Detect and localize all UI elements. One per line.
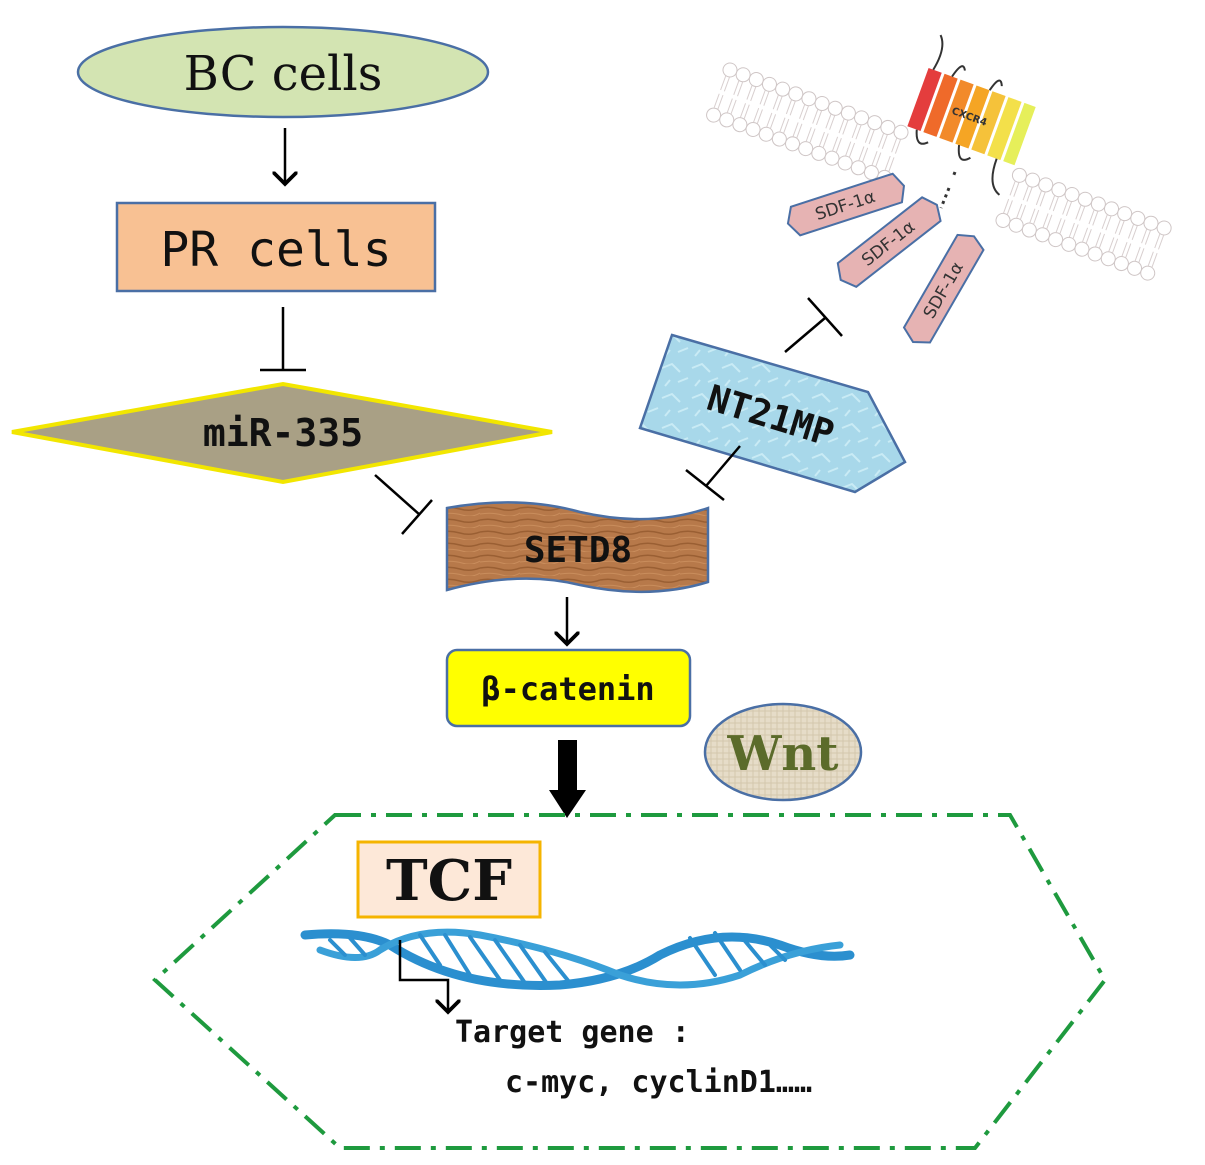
lipid-tail (1022, 185, 1033, 202)
lipid-tail (825, 114, 836, 130)
lipid-tail (1121, 242, 1132, 258)
lipid-tail (884, 155, 895, 172)
lipid-tail (746, 85, 757, 102)
lipid-tail (733, 80, 744, 97)
lipid-tail (891, 137, 901, 154)
lipid-tail (1134, 246, 1145, 263)
cxcr4-receptor: CXCR4 (907, 34, 1036, 196)
setd8-node: SETD8 (445, 501, 710, 594)
inhibition-line (685, 445, 741, 501)
wnt-node: Wnt (703, 702, 863, 802)
lipid-tail (713, 93, 724, 110)
lipid-tail (845, 141, 856, 158)
lipid-tail (871, 151, 882, 167)
lipid-tail (772, 94, 783, 111)
beta-catenin-label: β-catenin (481, 670, 654, 708)
lipid-tail (1016, 203, 1027, 220)
lipid-tail (739, 103, 750, 119)
lipid-tail (1062, 200, 1073, 217)
lipid-tail (1009, 181, 1020, 197)
lipid-tail (720, 75, 730, 92)
lipid-tail (1081, 227, 1092, 244)
lipid-tail (799, 104, 809, 121)
wnt-label: Wnt (727, 726, 839, 782)
binding-line (939, 171, 957, 209)
target-gene-label: Target gene : (455, 1015, 690, 1050)
translocation-arrow (549, 740, 586, 818)
lipid-tail (1127, 224, 1138, 240)
nt21mp-node: NT21MP (638, 333, 907, 494)
lipid-tail (726, 98, 737, 115)
lipid-tail (818, 131, 829, 148)
lipid-tail (1055, 218, 1066, 234)
lipid-tail (832, 136, 842, 153)
inhibition-line (374, 474, 433, 535)
pr-cells-node: PR cells (115, 201, 437, 293)
mir-335-node: miR-335 (11, 381, 553, 485)
lipid-head (893, 124, 909, 140)
lipid-tail (779, 117, 790, 134)
lipid-tail (1108, 237, 1119, 254)
setd8-label: SETD8 (524, 530, 632, 571)
lipid-tail (812, 109, 823, 126)
lipid-tail (858, 146, 869, 163)
lipid-tail (1088, 209, 1099, 226)
bc-cells-node: BC cells (76, 25, 490, 119)
beta-catenin-node: β-catenin (445, 648, 692, 728)
lipid-tail (1029, 208, 1040, 225)
lipid-tail (805, 127, 816, 143)
lipid-tail (1003, 198, 1013, 215)
nucleus-boundary (152, 813, 1108, 1150)
mir-335-label: miR-335 (203, 411, 363, 455)
lipid-tail (1049, 195, 1059, 212)
pr-cells-label: PR cells (160, 222, 391, 278)
target-genes-list: c-myc, cyclinD1…… (505, 1065, 812, 1100)
lipid-tail (1095, 232, 1105, 249)
lipid-tail (1042, 213, 1053, 230)
inhibition-line (260, 307, 306, 372)
tcf-label: TCF (386, 848, 512, 914)
lipid-tail (1141, 228, 1151, 245)
lipid-tail (1101, 214, 1112, 231)
inhibition-line (784, 297, 843, 353)
lipid-tail (785, 99, 796, 116)
lipid-tail (1154, 233, 1165, 250)
lipid-tail (1035, 190, 1046, 207)
transcription-arrow (398, 940, 448, 1012)
lipid-tail (1147, 251, 1158, 268)
tcf-node: TCF (356, 840, 542, 919)
lipid-tail (1114, 219, 1125, 236)
bc-cells-label: BC cells (184, 46, 383, 102)
dna-helix-icon (300, 928, 855, 990)
lipid-tail (851, 123, 862, 140)
lipid-tail (1075, 205, 1086, 221)
lipid-tail (766, 112, 777, 129)
lipid-head (1140, 265, 1156, 281)
lipid-tail (753, 107, 763, 124)
lipid-tail (864, 128, 875, 145)
lipid-tail (838, 118, 849, 135)
lipid-tail (877, 133, 888, 149)
lipid-tail (792, 122, 803, 139)
lipid-tail (1068, 222, 1079, 239)
lipid-head (1156, 220, 1172, 236)
lipid-tail (759, 90, 770, 106)
sdf-1a-tag: SDF-1α (902, 233, 985, 344)
